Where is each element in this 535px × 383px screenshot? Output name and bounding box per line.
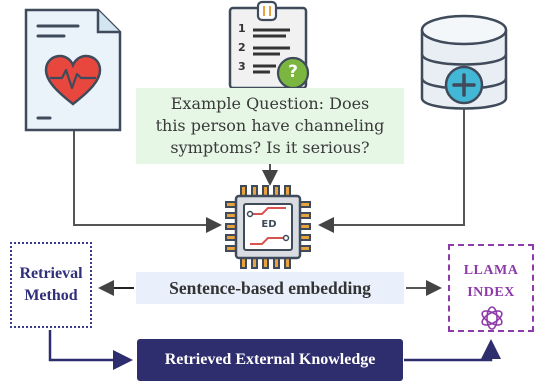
llama-index-line1: LLAMA [463, 263, 519, 278]
retrieval-method-line2: Method [24, 287, 78, 304]
question-badge: ? [288, 62, 298, 82]
checklist-number-2: 2 [238, 41, 246, 54]
retrieved-knowledge-box: Retrieved External Knowledge [137, 339, 403, 381]
sentence-embedding-box: Sentence-based embedding [136, 272, 404, 304]
knowledge-to-llama-connector [404, 339, 501, 362]
chip-label: ED [261, 219, 277, 230]
openai-logo-icon [481, 306, 503, 330]
retrieval-method-box: Retrieval Method [10, 242, 92, 328]
checklist-number-3: 3 [238, 60, 246, 73]
retrieval-to-knowledge-connector [48, 330, 133, 370]
sentence-embedding-label: Sentence-based embedding [169, 277, 371, 298]
llama-index-line2: INDEX [467, 285, 515, 300]
llama-index-box: LLAMA INDEX [448, 244, 534, 332]
example-question-box: Example Question: Does this person have … [136, 88, 404, 164]
database-to-chip-connector [318, 100, 465, 233]
checklist-number-1: 1 [238, 22, 246, 35]
retrieval-method-line1: Retrieval [19, 265, 83, 282]
retrieved-knowledge-label: Retrieved External Knowledge [164, 351, 376, 368]
example-question-text: Example Question: Does this person have … [155, 94, 385, 157]
document-to-chip-connector [73, 128, 222, 233]
